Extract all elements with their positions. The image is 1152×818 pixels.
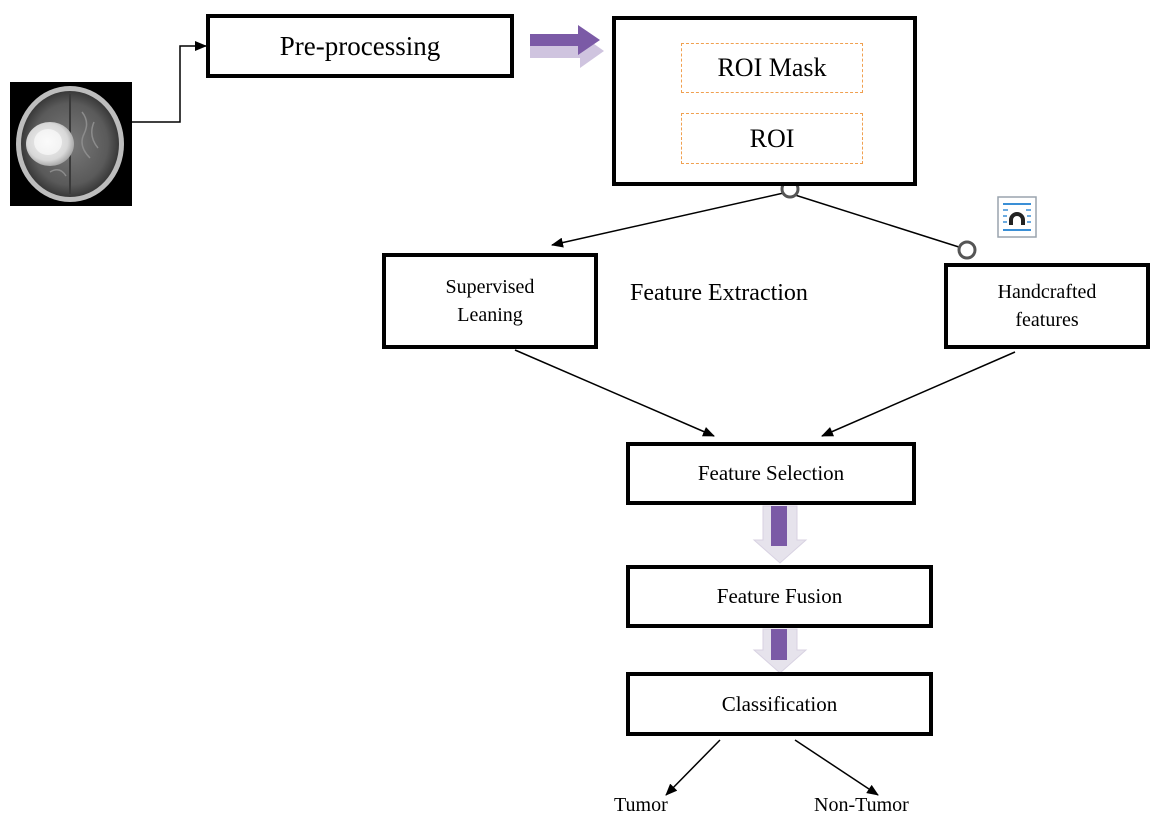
edge-input-to-preprocessing — [132, 41, 207, 123]
fat-arrow-preprocessing-to-roi — [530, 25, 604, 68]
fat-arrow-selection-to-fusion — [752, 505, 808, 564]
supervised-learning-box: Supervised Leaning — [382, 253, 598, 349]
handcrafted-label-line2: features — [1015, 309, 1079, 331]
preprocessing-label: Pre-processing — [279, 30, 441, 61]
preprocessing-box: Pre-processing — [206, 14, 514, 78]
document-icon — [997, 196, 1037, 238]
classification-label: Classification — [721, 691, 838, 716]
feature-selection-box: Feature Selection — [626, 442, 916, 505]
edge-handcrafted-to-selection — [821, 351, 1016, 437]
classification-box: Classification — [626, 672, 933, 736]
feature-fusion-box: Feature Fusion — [626, 565, 933, 628]
roi-label: ROI — [749, 123, 795, 153]
roi-mask-box: ROI Mask — [681, 43, 863, 93]
brain-mri-image — [10, 82, 132, 206]
roi-mask-label: ROI Mask — [717, 53, 827, 82]
handcrafted-features-box: Handcrafted features — [944, 263, 1150, 349]
edge-classification-to-tumor — [665, 739, 721, 796]
edge-roi-to-handcrafted — [794, 194, 963, 249]
roi-container-box — [612, 16, 917, 186]
edge-classification-to-nontumor — [794, 739, 879, 796]
supervised-label-line1: Supervised — [445, 276, 535, 298]
handcrafted-label-line1: Handcrafted — [997, 281, 1097, 303]
edge-supervised-to-selection — [514, 349, 715, 437]
handcrafted-node — [957, 240, 977, 260]
feature-fusion-label: Feature Fusion — [716, 584, 843, 608]
fat-arrow-fusion-to-classification — [752, 628, 808, 674]
roi-box: ROI — [681, 113, 863, 164]
edge-roi-to-supervised — [551, 191, 789, 248]
tumor-label: Tumor — [614, 794, 668, 816]
feature-selection-label: Feature Selection — [697, 461, 845, 485]
supervised-label-line2: Leaning — [457, 304, 523, 326]
non-tumor-label: Non-Tumor — [814, 794, 909, 816]
feature-extraction-label: Feature Extraction — [630, 280, 808, 306]
